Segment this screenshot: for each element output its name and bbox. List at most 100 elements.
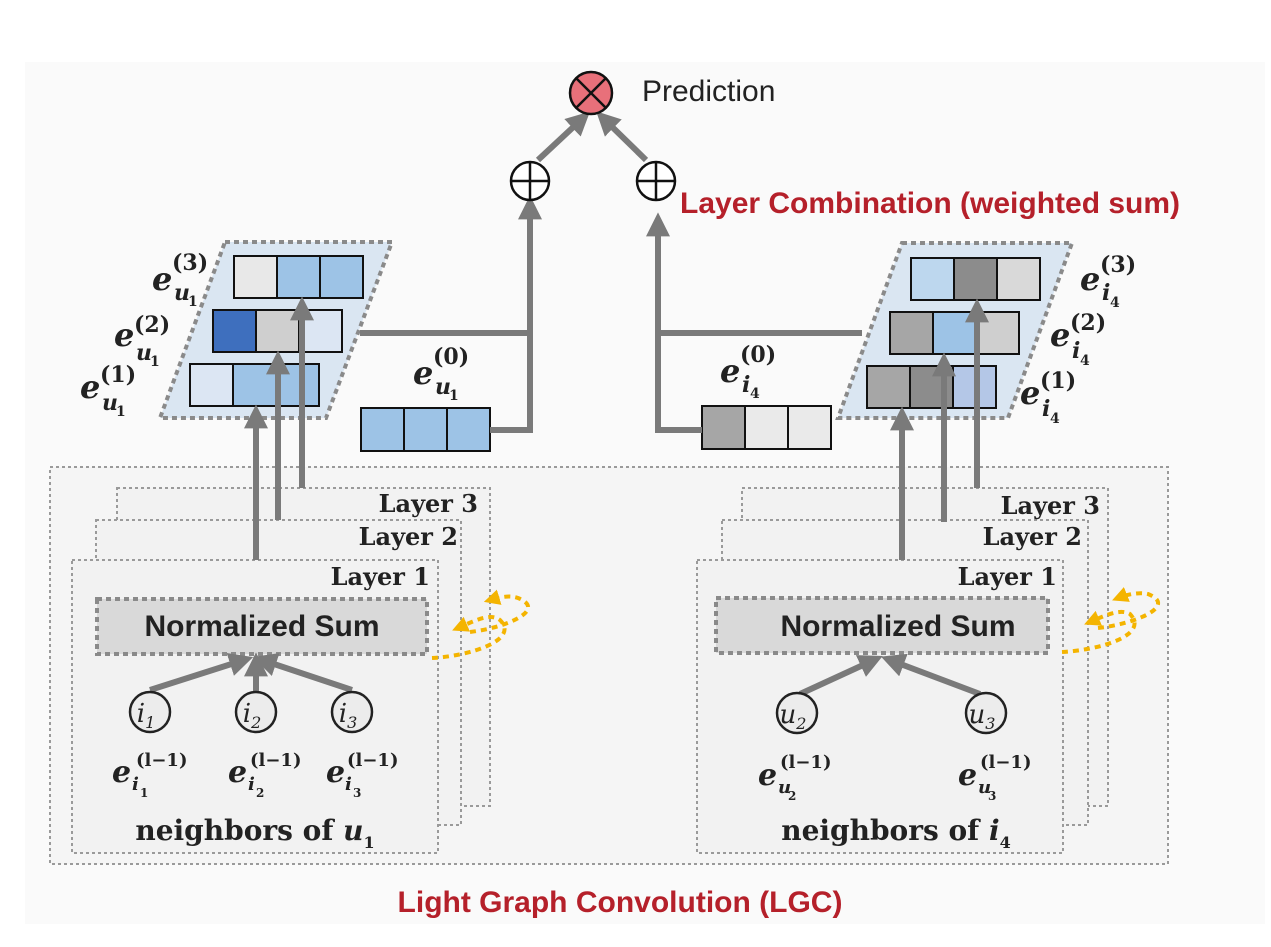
svg-text:4: 4 (1080, 353, 1090, 369)
item-layer-stack: Layer 3 Layer 2 Layer 1 Normalized Sum u… (696, 487, 1109, 854)
user-vec-layer3-cell-1 (233, 255, 278, 299)
user-vec-layer1-cell-2 (232, 363, 277, 407)
svg-text:(3): (3) (172, 250, 208, 276)
svg-text:(0): (0) (433, 344, 469, 370)
arrow-u2-to-sum (798, 655, 883, 697)
svg-text:3: 3 (353, 786, 361, 800)
svg-text:u: u (174, 280, 190, 306)
item-vec-layer0 (701, 405, 832, 450)
svg-text:1: 1 (150, 354, 160, 370)
node-i3: i3 (330, 690, 374, 734)
svg-text:e: e (958, 758, 977, 793)
arrow-i1-to-sum (149, 652, 254, 693)
prediction-label: Prediction (642, 75, 775, 108)
user-vec-layer3-cell-2 (276, 255, 321, 299)
node-u2: u2 (775, 691, 819, 735)
item-normalized-sum-box (714, 596, 1050, 655)
recursion-loop-user (431, 589, 530, 660)
user-layer1-label: Layer 1 (331, 562, 430, 591)
svg-text:(l−1): (l−1) (780, 752, 831, 773)
svg-text:i2: i2 (243, 699, 262, 732)
svg-text:e: e (720, 352, 740, 390)
user-vec-layer2-cell-3 (298, 309, 343, 353)
user-vec-layer0-cell-1 (360, 407, 405, 452)
svg-text:4: 4 (1050, 411, 1060, 427)
emb-u1-layer1-label: e (1) u 1 (80, 362, 136, 420)
item-vec-layer0-cell-2 (744, 405, 789, 450)
svg-text:e: e (114, 316, 134, 354)
user-vec-layer2 (212, 309, 343, 353)
item-combination-connectors (646, 212, 862, 433)
prediction-node-icon (568, 70, 614, 116)
emb-i1-prev: i e (l−1) i 1 (112, 750, 187, 800)
svg-text:e: e (413, 354, 433, 392)
item-vec-layer2-cell-1 (889, 311, 934, 355)
item-vec-layer3-cell-1 (910, 257, 955, 301)
item-layer1-label: Layer 1 (958, 562, 1057, 591)
item-vec-layer3-cell-3 (996, 257, 1041, 301)
svg-text:i1: i1 (137, 699, 156, 732)
svg-text:3: 3 (988, 789, 996, 803)
item-neighbors-caption: neighbors of i4 (781, 814, 1011, 852)
svg-text:(l−1): (l−1) (980, 752, 1031, 773)
item-vec-layer0-cell-1 (701, 405, 746, 450)
svg-text:u: u (778, 777, 791, 798)
svg-text:1: 1 (188, 294, 198, 310)
svg-text:e: e (112, 755, 131, 790)
user-combination-connectors (360, 195, 542, 433)
emb-i4-layer1-label: e (1) i 4 (1020, 368, 1076, 427)
svg-text:e: e (758, 758, 777, 793)
item-layer3-label: Layer 3 (1001, 491, 1100, 520)
svg-text:u2: u2 (780, 700, 807, 733)
svg-text:u: u (435, 374, 451, 400)
user-plus-node (509, 160, 551, 202)
lgc-label: Light Graph Convolution (LGC) (398, 886, 843, 919)
emb-i4-layer0-label: e (0) i 4 (720, 342, 776, 402)
svg-text:i: i (1042, 396, 1050, 422)
emb-u2-prev: e (l−1) u 2 (758, 752, 831, 803)
svg-text:i: i (742, 372, 750, 398)
item-layer-output-arrows (890, 298, 989, 560)
svg-text:(2): (2) (134, 312, 170, 338)
svg-text:2: 2 (788, 789, 796, 803)
svg-text:(3): (3) (1100, 252, 1136, 278)
arrow-user-to-prediction (535, 111, 591, 163)
emb-i2-prev: e (l−1) i 2 (228, 750, 301, 800)
item-normalized-sum-label: Normalized Sum (780, 610, 1015, 643)
user-vec-layer3 (233, 255, 364, 299)
svg-text:u: u (136, 340, 152, 366)
svg-text:u: u (102, 390, 118, 416)
svg-text:(l−1): (l−1) (136, 750, 187, 771)
user-vec-layer1-cell-3 (275, 363, 320, 407)
user-layer-output-arrows (244, 296, 314, 560)
svg-text:e: e (152, 260, 172, 298)
emb-i3-prev: e (l−1) i 3 (326, 750, 398, 800)
item-plus-node (635, 160, 677, 202)
node-u3: u3 (964, 691, 1008, 735)
arrow-item-to-prediction (596, 111, 649, 163)
user-neighbors-caption: neighbors of u1 (135, 814, 374, 852)
user-layer-stack: Layer 3 Layer 2 Layer 1 Normalized Sum i… (71, 487, 491, 854)
svg-text:1: 1 (140, 786, 148, 800)
user-vec-layer2-cell-2 (255, 309, 300, 353)
svg-text:u3: u3 (969, 700, 996, 733)
svg-text:u: u (978, 777, 991, 798)
svg-text:4: 4 (1110, 295, 1120, 311)
svg-text:i3: i3 (339, 699, 358, 732)
emb-i4-layer2-label: e (2) i 4 (1050, 310, 1106, 369)
svg-text:(l−1): (l−1) (250, 750, 301, 771)
user-vec-layer1-cell-1 (189, 363, 234, 407)
user-normalized-sum-box (95, 597, 429, 656)
svg-text:e: e (80, 368, 100, 406)
svg-text:1: 1 (116, 404, 126, 420)
svg-text:2: 2 (256, 786, 264, 800)
svg-text:(l−1): (l−1) (347, 750, 398, 771)
svg-text:(0): (0) (740, 342, 776, 368)
emb-i4-layer3-label: e (3) i 4 (1080, 252, 1136, 311)
svg-text:e: e (1020, 374, 1040, 412)
svg-text:e: e (1080, 260, 1100, 298)
layer-combination-label: Layer Combination (weighted sum) (680, 187, 1180, 220)
item-layer2-label: Layer 2 (983, 522, 1082, 551)
user-layer2-label: Layer 2 (359, 522, 458, 551)
